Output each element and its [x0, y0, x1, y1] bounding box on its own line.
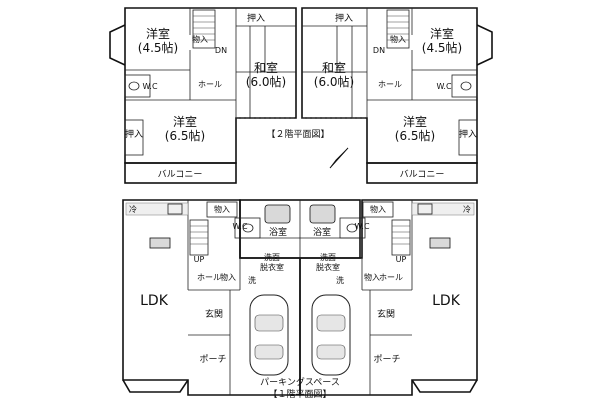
balcony-label: バルコニー	[158, 169, 203, 180]
room-label: 物入	[370, 204, 386, 214]
room-label: 物入	[220, 272, 236, 282]
room-label: 物入	[364, 272, 380, 282]
room-label: ポーチ	[199, 354, 226, 365]
room-size: (6.0帖)	[314, 74, 354, 89]
closet	[362, 201, 394, 218]
bay-window-right-lower	[411, 379, 478, 393]
closet	[458, 119, 478, 156]
room-label: 押入	[335, 12, 353, 24]
room-label: ホール	[197, 273, 221, 282]
washer-label: 洗	[336, 275, 344, 285]
fridge-label: 冷	[129, 204, 137, 214]
room-label: 洋室	[146, 26, 170, 41]
room-size: (4.5帖)	[422, 40, 462, 55]
room-size: (6.5帖)	[395, 128, 435, 143]
toilet-lower-right	[346, 223, 358, 233]
room-label: 物入	[192, 34, 208, 44]
room-label: W.C	[142, 82, 158, 91]
room-label: 物入	[390, 34, 406, 44]
washer-label: 洗	[248, 275, 256, 285]
car-icon	[249, 294, 289, 376]
room-label: 押入	[459, 128, 477, 140]
room-label: 押入	[125, 128, 143, 140]
room-label: LDK	[140, 293, 169, 309]
stair-direction: UP	[396, 255, 407, 264]
kitchen-counter-right	[411, 202, 475, 216]
room-label: ポーチ	[373, 354, 400, 365]
bathtub-left	[264, 204, 291, 224]
room-label: 洗面	[320, 252, 336, 262]
kitchen-counter-left	[125, 202, 189, 216]
fridge-label: 冷	[463, 204, 471, 214]
room-label: 玄関	[377, 308, 395, 320]
north-arrow-icon	[329, 147, 349, 169]
closet	[206, 201, 238, 218]
room-label: 浴室	[269, 226, 287, 238]
room-size: (4.5帖)	[138, 40, 178, 55]
stairs-lower-right	[391, 219, 411, 256]
bay-window-right	[476, 24, 493, 66]
room-label: 玄関	[205, 308, 223, 320]
stairs-lower-left	[189, 219, 209, 256]
car-icon	[311, 294, 351, 376]
bathtub-right	[309, 204, 336, 224]
room-size: (6.5帖)	[165, 128, 205, 143]
room-label: 洋室	[173, 114, 197, 129]
room-label: W.C	[232, 222, 248, 231]
toilet-upper-left	[128, 81, 140, 91]
room-label: 物入	[214, 204, 230, 214]
room-label: 洋室	[430, 26, 454, 41]
wc-room	[234, 217, 261, 239]
room-label: W.C	[436, 82, 452, 91]
closet	[124, 119, 144, 156]
tatami-right	[302, 26, 367, 118]
tatami-left	[236, 26, 296, 118]
room-label: 洗面	[264, 252, 280, 262]
stair-direction: UP	[194, 255, 205, 264]
room-label: 脱衣室	[260, 262, 284, 272]
bay-window-left-lower	[122, 379, 189, 393]
bay-window-left	[109, 24, 126, 66]
room-label: 浴室	[313, 226, 331, 238]
room-label: 洋室	[403, 114, 427, 129]
second-floor-plan: 洋室 (4.5帖) 洋室 (4.5帖) 洋室 (6.5帖) 洋室 (6.5帖) …	[109, 7, 493, 184]
wc-room	[124, 74, 151, 98]
toilet-lower-left	[242, 223, 254, 233]
upper-caption: 【２階平面図】	[266, 129, 329, 140]
sink-right	[429, 237, 451, 249]
room-label: ホール	[198, 80, 222, 89]
room-label: 和室	[254, 60, 278, 75]
room-label: 押入	[247, 12, 265, 24]
fridge-box-right	[417, 203, 433, 215]
sink-left	[149, 237, 171, 249]
room-label: 和室	[322, 60, 346, 75]
stair-direction: DN	[215, 46, 227, 55]
stairs-upper-left	[192, 9, 216, 49]
first-floor-plan: LDK LDK 冷 冷 物入 物入 物入 物入 W.C W.C 浴室 浴室 洗面…	[122, 199, 478, 400]
lower-caption: 【１階平面図】	[268, 389, 331, 400]
room-size: (6.0帖)	[246, 74, 286, 89]
room-label: W.C	[354, 222, 370, 231]
wc-room	[451, 74, 478, 98]
room-label: LDK	[432, 293, 461, 309]
balcony-right	[366, 162, 478, 184]
fridge-box-left	[167, 203, 183, 215]
toilet-upper-right	[460, 81, 472, 91]
room-label: ホール	[379, 273, 403, 282]
parking-label: パーキングスペース	[260, 376, 340, 388]
wc-room	[339, 217, 366, 239]
balcony-left	[124, 162, 237, 184]
stair-direction: DN	[373, 46, 385, 55]
balcony-label: バルコニー	[400, 169, 445, 180]
room-label: 脱衣室	[316, 262, 340, 272]
room-label: ホール	[378, 80, 402, 89]
stairs-upper-right	[386, 9, 410, 49]
